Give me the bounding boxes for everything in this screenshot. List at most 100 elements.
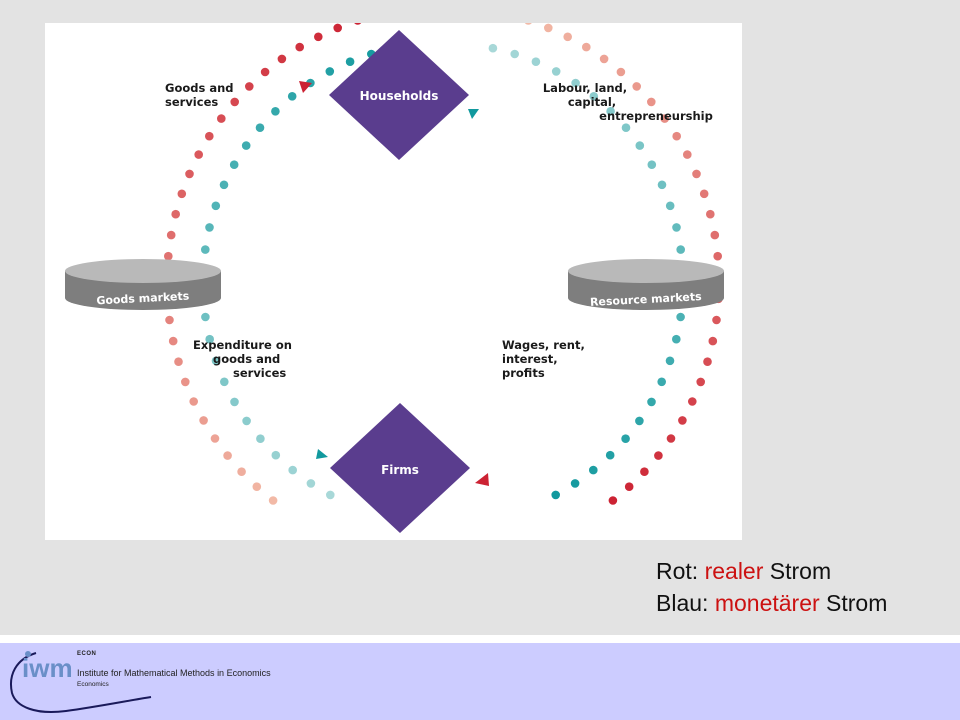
flow-dot	[666, 434, 676, 443]
flow-dot	[647, 397, 656, 407]
flow-dot	[606, 107, 615, 116]
real-arrow-households	[299, 81, 312, 93]
flow-dot	[223, 451, 232, 460]
flow-dot	[205, 223, 214, 232]
flow-dot	[177, 189, 187, 199]
flow-dot	[510, 49, 519, 59]
flow-dot	[181, 377, 190, 387]
flow-dot	[271, 107, 280, 116]
flow-dot	[551, 67, 561, 76]
flow-dot	[654, 451, 663, 460]
flow-dot	[635, 416, 644, 426]
wages-line2: interest,	[502, 352, 558, 366]
flow-dot	[621, 123, 631, 132]
legend-money-prefix: Blau:	[656, 590, 715, 616]
legend-real-flow: Rot: realer Strom	[656, 555, 887, 587]
expenditure-line2: goods and	[213, 352, 280, 366]
flow-dot	[252, 482, 262, 492]
flow-dot	[624, 482, 634, 492]
flow-dot	[570, 479, 580, 488]
flow-dot	[621, 434, 630, 444]
logo-text: iwm	[22, 653, 73, 683]
flow-dot	[325, 67, 335, 76]
expenditure-label: Expenditure on goods and services	[193, 338, 292, 380]
wages-line1: Wages, rent,	[502, 338, 585, 352]
flow-dot	[589, 92, 599, 101]
flow-dot	[211, 201, 221, 211]
flow-dot	[230, 97, 239, 107]
flow-dot	[326, 490, 335, 500]
flow-dot	[672, 334, 681, 344]
flow-dot	[194, 150, 203, 159]
circular-flow-diagram: Goods markets Resource markets Household…	[45, 23, 742, 540]
diagram-canvas: Goods markets Resource markets Household…	[65, 23, 724, 533]
flow-dot	[295, 42, 304, 52]
flow-dot	[237, 467, 246, 477]
flow-dot	[688, 397, 697, 406]
institute-name: Institute for Mathematical Methods in Ec…	[77, 668, 271, 678]
flow-dot	[171, 209, 180, 219]
real-flow-goods	[162, 23, 362, 505]
flow-dot	[205, 131, 214, 141]
flow-dot	[260, 67, 270, 77]
legend-real-keyword: realer	[704, 558, 764, 584]
flow-dot	[608, 496, 618, 505]
flow-dot	[571, 78, 580, 88]
flow-arrowheads	[299, 81, 489, 486]
firms-label: Firms	[381, 463, 419, 477]
slide: Goods markets Resource markets Household…	[45, 23, 888, 616]
legend-real-prefix: Rot:	[656, 558, 705, 584]
econ-label: ECON	[77, 651, 97, 657]
expenditure-line3: services	[233, 366, 286, 380]
flow-dot	[616, 67, 626, 77]
goods-markets-node: Goods markets	[65, 259, 221, 310]
money-arrow-firms	[316, 449, 328, 459]
legend-money-keyword: monetärer	[714, 590, 820, 616]
flow-dot	[230, 397, 239, 407]
flow-dot	[582, 42, 591, 52]
flow-dot	[708, 336, 718, 346]
flow-dot	[713, 251, 722, 261]
flow-dot	[165, 315, 174, 325]
flow-dot	[164, 251, 173, 261]
flow-dot	[660, 114, 669, 123]
flow-dot	[245, 82, 254, 91]
flow-dot	[287, 92, 297, 101]
flow-dot	[314, 32, 323, 42]
flow-dot	[524, 23, 532, 25]
households-label: Households	[360, 89, 439, 103]
flow-dot	[657, 377, 666, 387]
expenditure-line1: Expenditure on	[193, 338, 292, 352]
flow-dot	[632, 82, 641, 91]
goods-services-label: Goods and services	[165, 81, 234, 109]
flow-dot	[551, 490, 560, 500]
flow-dot	[678, 416, 687, 425]
flow-dot	[676, 245, 685, 254]
real-arrow-firms	[475, 473, 489, 486]
flow-dot	[699, 189, 709, 199]
iwm-logo: iwm	[10, 651, 152, 713]
footer: iwm ECON Institute for Mathematical Meth…	[0, 643, 960, 720]
flow-dot	[640, 467, 649, 477]
flow-dot	[657, 180, 667, 190]
resource-markets-node: Resource markets	[568, 259, 724, 310]
flow-dot	[229, 160, 239, 169]
flow-dot	[345, 57, 355, 66]
flow-dot	[174, 357, 183, 367]
flow-dot	[599, 54, 609, 64]
flow-dot	[220, 377, 229, 387]
goods-services-line1: Goods and	[165, 81, 234, 95]
flow-dot	[168, 336, 178, 346]
goods-markets-label: Goods markets	[96, 290, 190, 308]
flow-dot	[672, 131, 681, 141]
resource-markets-label: Resource markets	[590, 290, 703, 309]
flow-dot	[672, 223, 681, 232]
flow-dot	[647, 160, 657, 169]
flow-dot	[166, 230, 176, 240]
flow-dot	[333, 23, 343, 33]
wages-line3: profits	[502, 366, 545, 380]
flow-dot	[277, 54, 287, 64]
money-arrow-households	[468, 109, 479, 119]
flow-dot	[201, 312, 210, 322]
labour-line1: Labour, land,	[543, 81, 627, 95]
